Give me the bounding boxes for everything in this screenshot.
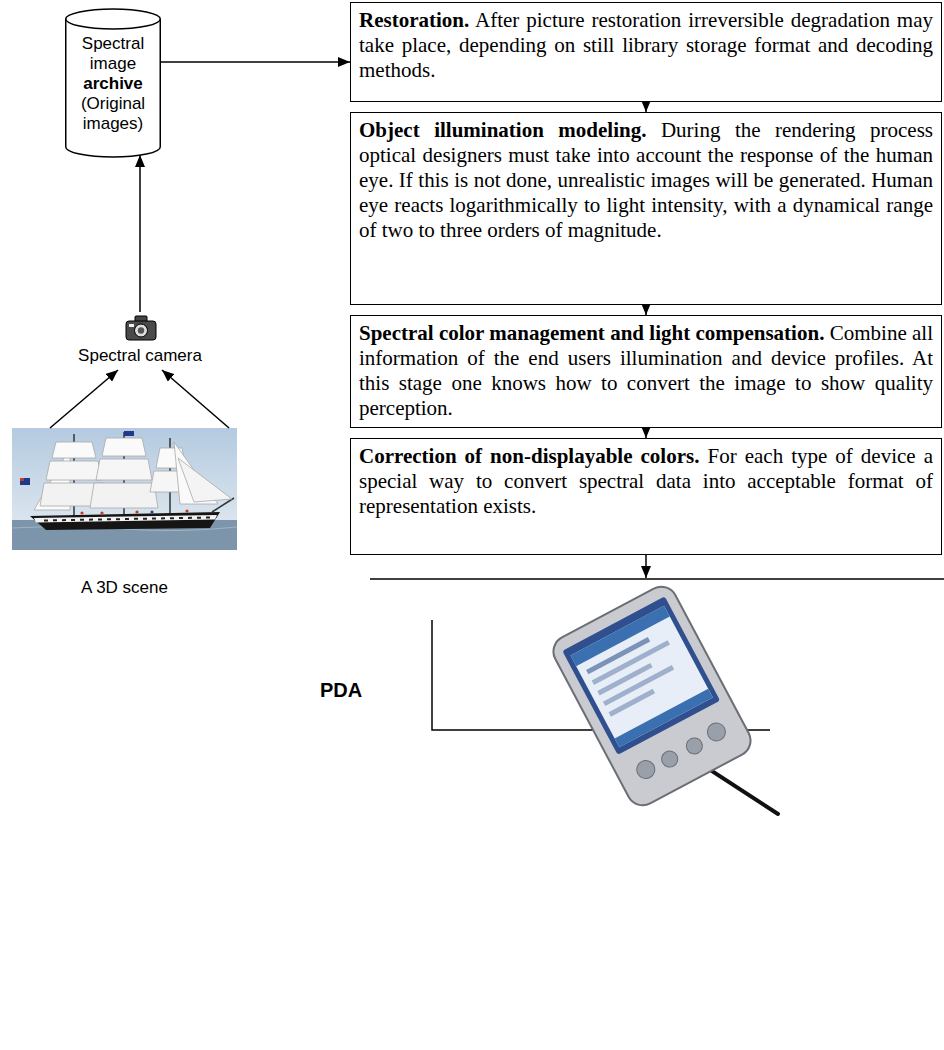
camera-node: Spectral camera — [70, 312, 210, 370]
connector-arrow — [646, 102, 647, 112]
node-label: PDA — [320, 678, 362, 702]
ship-picture-part — [20, 478, 30, 485]
box-heading: Correction of non-displayable colors. — [359, 444, 699, 468]
ship-picture-part — [90, 483, 158, 508]
connector-arrow — [140, 155, 141, 312]
pda-picture — [370, 579, 944, 814]
node-label: A 3D scene — [12, 578, 237, 598]
pda-picture-part — [659, 748, 681, 770]
ship-picture-part — [102, 438, 146, 456]
ship-picture-part — [135, 510, 138, 513]
ship-picture-part — [34, 515, 217, 523]
node-label: archive — [69, 74, 157, 94]
ship-picture-part — [20, 478, 24, 481]
process-box: Correction of non-displayable colors.For… — [350, 438, 942, 555]
camera-icon-part — [129, 324, 134, 327]
node-label: (Original images) — [69, 94, 157, 134]
node-label: Spectral image — [69, 34, 157, 74]
ship-picture-part — [100, 511, 103, 514]
process-box: Spectral color management and light comp… — [350, 315, 942, 428]
scene-node: A 3D scene — [12, 428, 237, 600]
camera-icon — [126, 316, 156, 340]
pda-picture-part — [634, 757, 658, 781]
ship-picture-part — [30, 512, 220, 530]
ship-picture-part — [12, 428, 237, 550]
ship-picture-part — [96, 459, 152, 480]
ship-picture-part — [150, 510, 153, 513]
box-heading: Restoration. — [359, 8, 469, 32]
connector-line — [645, 428, 647, 438]
connector-arrow — [161, 62, 350, 63]
pda-region: PDA — [300, 578, 944, 818]
pda-picture-part — [548, 581, 756, 811]
pda-picture-part — [548, 581, 756, 811]
camera-icon-part — [135, 324, 148, 337]
camera-icon-part — [126, 321, 156, 340]
pda-picture-part — [570, 606, 712, 748]
ship-picture-part — [44, 518, 210, 521]
connector-line — [645, 555, 647, 578]
ship-picture-part — [80, 511, 83, 514]
node-label: Spectral camera — [70, 346, 210, 366]
connector-line — [50, 370, 118, 428]
ship-picture-part — [178, 458, 232, 502]
ship-picture — [12, 428, 237, 550]
connector-arrow — [646, 555, 647, 578]
pda-picture-part — [609, 689, 655, 717]
pda-picture-part — [704, 720, 728, 744]
camera-icon-part — [138, 327, 144, 333]
ship-picture-part — [185, 509, 188, 512]
cylinder-body — [66, 19, 161, 157]
pda-picture-part — [684, 735, 706, 757]
ship-picture-part — [52, 442, 96, 458]
pda-picture-part — [370, 578, 944, 580]
connector-line — [645, 305, 647, 315]
process-box: Restoration.After picture restoration ir… — [350, 2, 942, 102]
connector-line — [162, 370, 229, 428]
process-box: Object illumination modeling.During the … — [350, 112, 942, 305]
box-heading: Spectral color management and light comp… — [359, 321, 824, 345]
connector-arrow — [50, 370, 229, 428]
connector-line — [645, 102, 647, 112]
box-heading: Object illumination modeling. — [359, 118, 646, 142]
cylinder-top — [66, 9, 161, 29]
connector-line — [139, 155, 141, 312]
ship-picture-part — [124, 431, 134, 436]
connector-arrow — [646, 305, 647, 315]
ship-picture-part — [46, 461, 102, 480]
pda-picture-part — [562, 596, 720, 755]
archive-cylinder: Spectral imagearchive(Original images) — [65, 8, 161, 158]
connector-line — [161, 61, 350, 63]
connector-arrow — [646, 428, 647, 438]
